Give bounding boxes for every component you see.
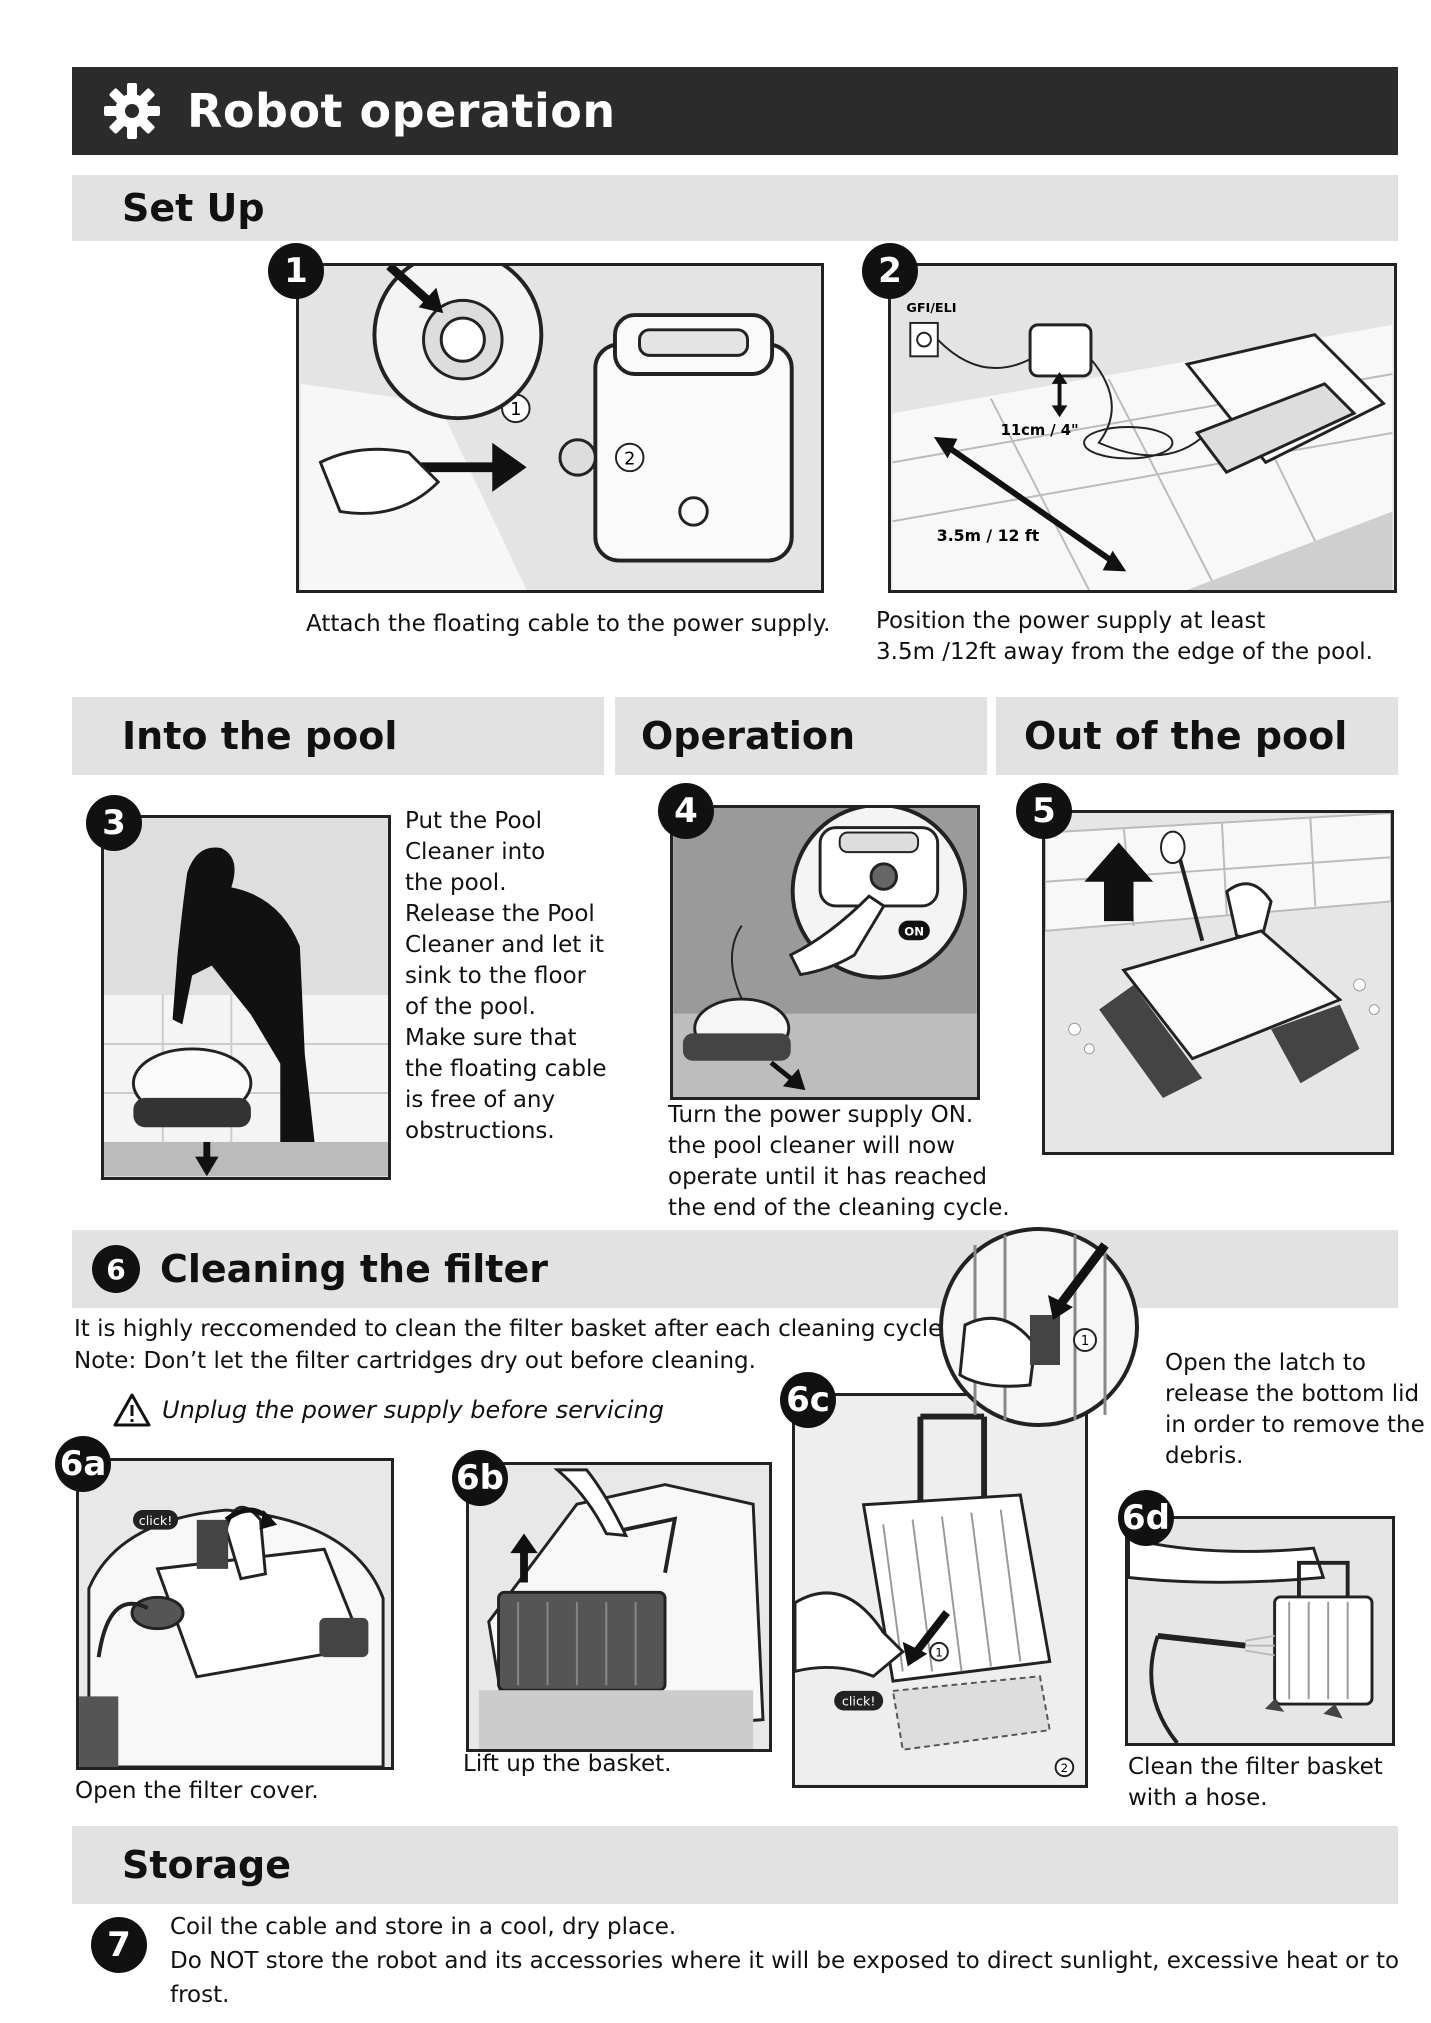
svg-text:click!: click! bbox=[842, 1695, 876, 1710]
svg-text:GFI/ELI: GFI/ELI bbox=[906, 301, 956, 316]
svg-text:2: 2 bbox=[1061, 1761, 1068, 1775]
hose-cleaning-illustration bbox=[1128, 1519, 1392, 1743]
person-lowering-cleaner-illustration bbox=[104, 818, 388, 1177]
svg-text:2: 2 bbox=[624, 449, 635, 469]
open-latch-illustration: 1 click! 2 bbox=[795, 1396, 1085, 1785]
step-4-text: Turn the power supply ON. the pool clean… bbox=[668, 1100, 1010, 1224]
latch-zoom-circle: 1 bbox=[935, 1225, 1145, 1430]
step-6d-caption-line-2: with a hose. bbox=[1128, 1783, 1383, 1814]
power-supply-cable-illustration: 1 2 bbox=[299, 266, 821, 590]
step-3-illustration bbox=[101, 815, 391, 1180]
step-3-badge: 3 bbox=[86, 795, 142, 851]
step-2-illustration: GFI/ELI 11cm / 4" 3.5m / 12 ft bbox=[888, 263, 1397, 593]
step-3-line: Put the Pool bbox=[405, 806, 607, 837]
step-6c-line: release the bottom lid bbox=[1165, 1379, 1425, 1410]
step-6a-badge: 6a bbox=[55, 1436, 111, 1492]
step-3-line: Cleaner and let it bbox=[405, 930, 607, 961]
cleaning-filter-heading: Cleaning the filter bbox=[160, 1247, 548, 1291]
step-1-illustration: 1 2 bbox=[296, 263, 824, 593]
gear-icon bbox=[102, 81, 162, 141]
step-6c-line: in order to remove the bbox=[1165, 1410, 1425, 1441]
step-6d-badge: 6d bbox=[1118, 1490, 1174, 1546]
step-3-text: Put the Pool Cleaner into the pool. Rele… bbox=[405, 806, 607, 1147]
into-pool-section-header: Into the pool bbox=[72, 697, 604, 775]
svg-text:click!: click! bbox=[139, 1514, 173, 1529]
step-6c-badge: 6c bbox=[780, 1372, 836, 1428]
step-7-badge: 7 bbox=[91, 1917, 147, 1973]
page-title-bar: Robot operation bbox=[72, 67, 1398, 155]
step-4-badge: 4 bbox=[658, 783, 714, 839]
svg-text:ON: ON bbox=[904, 924, 924, 938]
storage-line-1: Coil the cable and store in a cool, dry … bbox=[170, 1910, 1431, 1944]
step-6b-badge: 6b bbox=[452, 1450, 508, 1506]
svg-text:3.5m / 12 ft: 3.5m / 12 ft bbox=[937, 526, 1040, 545]
step-6c-line: debris. bbox=[1165, 1441, 1425, 1472]
step-3-line: obstructions. bbox=[405, 1116, 607, 1147]
step-3-line: the pool. bbox=[405, 868, 607, 899]
step-5-badge: 5 bbox=[1016, 783, 1072, 839]
step-2-caption: Position the power supply at least 3.5m … bbox=[876, 606, 1373, 668]
step-4-line: operate until it has reached bbox=[668, 1162, 1010, 1193]
step-4-illustration: ON bbox=[670, 805, 980, 1100]
step-3-line: the floating cable bbox=[405, 1054, 607, 1085]
svg-text:1: 1 bbox=[510, 400, 521, 420]
lift-basket-illustration bbox=[469, 1465, 769, 1749]
step-6d-illustration bbox=[1125, 1516, 1395, 1746]
step-1-badge: 1 bbox=[268, 243, 324, 299]
lifting-cleaner-out-illustration bbox=[1045, 813, 1391, 1152]
power-on-illustration: ON bbox=[673, 808, 977, 1097]
step-6d-caption: Clean the filter basket with a hose. bbox=[1128, 1752, 1383, 1814]
cleaning-filter-section-header: 6 Cleaning the filter bbox=[72, 1230, 1398, 1308]
out-of-pool-section-header: Out of the pool bbox=[996, 697, 1398, 775]
step-6c-text: Open the latch to release the bottom lid… bbox=[1165, 1348, 1425, 1472]
step-2-caption-line-2: 3.5m /12ft away from the edge of the poo… bbox=[876, 637, 1373, 668]
step-1-caption: Attach the floating cable to the power s… bbox=[306, 609, 830, 640]
power-supply-placement-illustration: GFI/ELI 11cm / 4" 3.5m / 12 ft bbox=[891, 266, 1394, 590]
operation-section-header: Operation bbox=[615, 697, 987, 775]
svg-text:1: 1 bbox=[935, 1646, 942, 1660]
svg-text:11cm / 4": 11cm / 4" bbox=[1001, 422, 1079, 439]
setup-heading: Set Up bbox=[122, 186, 265, 230]
step-5-illustration bbox=[1042, 810, 1394, 1155]
open-filter-cover-illustration: click! bbox=[79, 1461, 391, 1767]
warning-triangle-icon bbox=[112, 1392, 152, 1428]
step-6c-line: Open the latch to bbox=[1165, 1348, 1425, 1379]
filter-note-line-1: It is highly reccomended to clean the fi… bbox=[74, 1313, 950, 1345]
storage-heading: Storage bbox=[122, 1843, 291, 1887]
step-6-badge: 6 bbox=[92, 1245, 140, 1293]
step-3-line: Cleaner into bbox=[405, 837, 607, 868]
step-6b-illustration bbox=[466, 1462, 772, 1752]
page-title: Robot operation bbox=[187, 84, 616, 138]
step-4-line: the end of the cleaning cycle. bbox=[668, 1193, 1010, 1224]
step-3-line: Release the Pool bbox=[405, 899, 607, 930]
step-4-line: the pool cleaner will now bbox=[668, 1131, 1010, 1162]
step-6a-caption: Open the filter cover. bbox=[75, 1776, 319, 1807]
filter-note: It is highly reccomended to clean the fi… bbox=[74, 1313, 950, 1377]
step-6d-caption-line-1: Clean the filter basket bbox=[1128, 1752, 1383, 1783]
filter-note-line-2: Note: Don’t let the filter cartridges dr… bbox=[74, 1345, 950, 1377]
into-pool-heading: Into the pool bbox=[122, 714, 397, 758]
step-4-line: Turn the power supply ON. bbox=[668, 1100, 1010, 1131]
setup-section-header: Set Up bbox=[72, 175, 1398, 241]
unplug-warning-text: Unplug the power supply before servicing bbox=[162, 1396, 664, 1424]
step-6a-illustration: click! bbox=[76, 1458, 394, 1770]
step-3-line: is free of any bbox=[405, 1085, 607, 1116]
step-6b-caption: Lift up the basket. bbox=[463, 1749, 671, 1780]
step-2-caption-line-1: Position the power supply at least bbox=[876, 606, 1373, 637]
operation-heading: Operation bbox=[641, 714, 855, 758]
svg-text:1: 1 bbox=[1081, 1334, 1089, 1349]
step-2-badge: 2 bbox=[862, 243, 918, 299]
step-6c-illustration: 1 click! 2 bbox=[792, 1393, 1088, 1788]
storage-line-2: Do NOT store the robot and its accessori… bbox=[170, 1944, 1431, 2012]
unplug-warning: Unplug the power supply before servicing bbox=[112, 1392, 664, 1428]
step-3-line: of the pool. bbox=[405, 992, 607, 1023]
step-3-line: sink to the floor bbox=[405, 961, 607, 992]
step-3-line: Make sure that bbox=[405, 1023, 607, 1054]
storage-section-header: Storage bbox=[72, 1826, 1398, 1904]
out-of-pool-heading: Out of the pool bbox=[1024, 714, 1347, 758]
storage-text: Coil the cable and store in a cool, dry … bbox=[170, 1910, 1431, 2012]
